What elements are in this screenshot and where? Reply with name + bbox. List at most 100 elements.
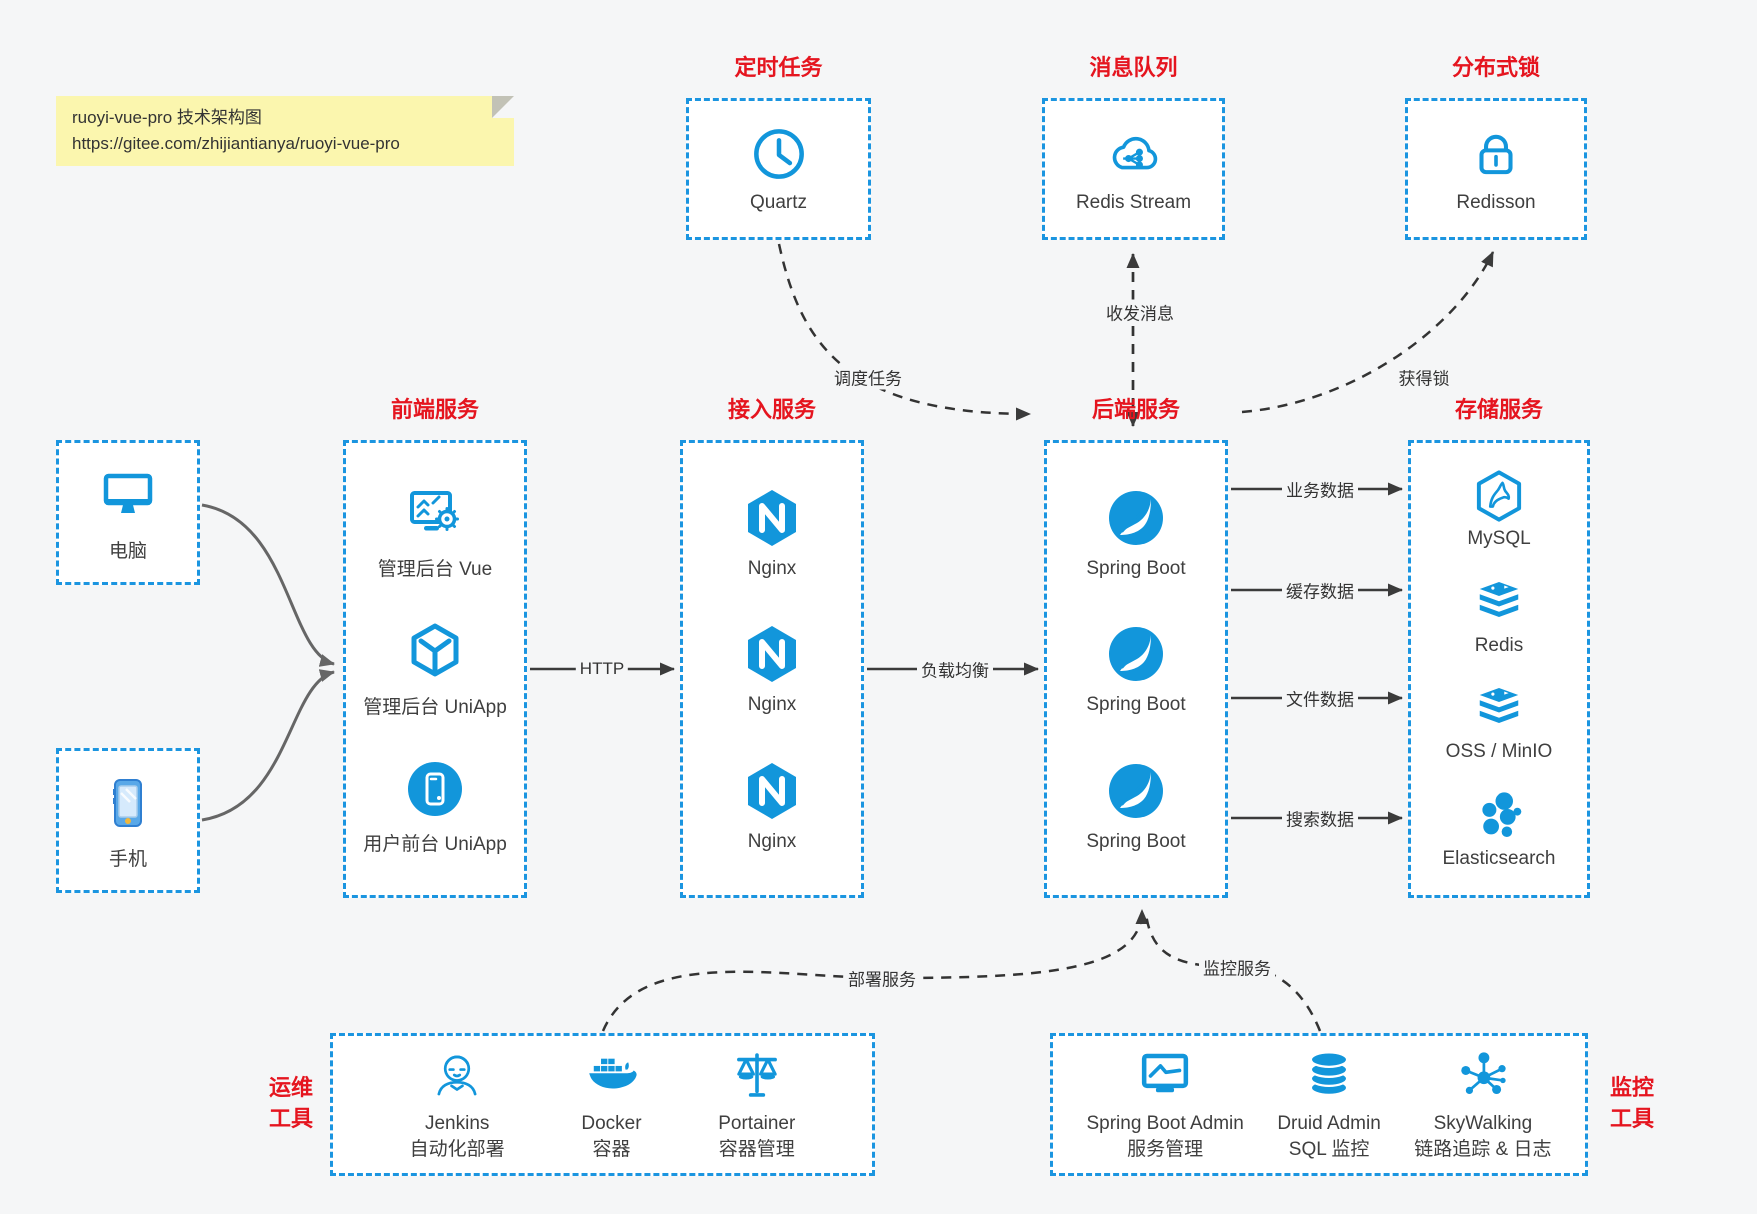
portainer-icon	[728, 1046, 786, 1104]
item-label: MySQL	[1467, 527, 1531, 549]
item-label: Redisson	[1456, 191, 1536, 213]
box-frontend-services: 管理后台 Vue 管理后台 UniApp 用户前台 UniApp	[343, 440, 527, 898]
backend-item-spring-boot-3: Spring Boot	[1086, 759, 1186, 853]
side-label-line: 运维	[268, 1075, 313, 1100]
edge-label-deploy-service: 部署服务	[844, 965, 920, 991]
spring-icon	[1104, 759, 1168, 823]
item-desc: 容器管理	[718, 1139, 795, 1160]
app-circle-icon	[403, 757, 467, 821]
item-label: Elasticsearch	[1442, 848, 1556, 870]
item-label: 管理后台 Vue	[377, 558, 493, 580]
docker-icon	[582, 1046, 640, 1104]
item-label: Nginx	[747, 694, 797, 715]
edge-label-acquire-lock: 获得锁	[1394, 364, 1454, 390]
edge-label-business-data: 业务数据	[1282, 476, 1358, 502]
jenkins-icon	[428, 1046, 486, 1104]
item-desc: 服务管理	[1127, 1139, 1204, 1160]
group-title-distributed-lock: 分布式锁	[1451, 55, 1540, 80]
edge-label-cache-data: 缓存数据	[1282, 577, 1358, 603]
gateway-item-nginx-1: Nginx	[740, 486, 804, 580]
item-label: 手机	[108, 848, 147, 870]
edge-label-search-data: 搜索数据	[1282, 805, 1358, 831]
arrow-mobile-to-frontend	[201, 669, 335, 822]
nginx-icon	[740, 486, 804, 550]
group-title-message-queue: 消息队列	[1089, 55, 1178, 80]
sticky-note: ruoyi-vue-pro 技术架构图 https://gitee.com/zh…	[56, 96, 514, 166]
backend-item-spring-boot-2: Spring Boot	[1086, 622, 1186, 716]
note-url: https://gitee.com/zhijiantianya/ruoyi-vu…	[72, 134, 400, 153]
item-label: Spring Boot	[1086, 830, 1186, 852]
ops-item-jenkins: Jenkins 自动化部署	[410, 1046, 505, 1163]
box-scheduled-task: Quartz	[686, 98, 871, 240]
edge-label-file-data: 文件数据	[1282, 685, 1358, 711]
item-desc: 容器	[592, 1139, 631, 1160]
item-name: Druid Admin	[1277, 1113, 1381, 1134]
spring-icon	[1104, 622, 1168, 686]
group-title-frontend: 前端服务	[390, 397, 479, 422]
side-label-line: 监控	[1609, 1075, 1654, 1100]
frontend-item-admin-uniapp: 管理后台 UniApp	[363, 620, 507, 719]
item-desc: SQL 监控	[1288, 1139, 1370, 1160]
note-title: ruoyi-vue-pro 技术架构图	[72, 108, 262, 127]
admin-vue-icon	[403, 482, 467, 546]
item-label: Redis	[1474, 634, 1524, 656]
item-label: 电脑	[108, 540, 147, 562]
mysql-icon	[1471, 468, 1527, 524]
edge-label-schedule-task: 调度任务	[830, 364, 906, 390]
box-distributed-lock: Redisson	[1405, 98, 1587, 240]
group-title-storage: 存储服务	[1454, 397, 1543, 422]
clock-icon	[750, 125, 808, 183]
box-backend-services: Spring Boot Spring Boot Spring Boot	[1044, 440, 1228, 898]
spring-icon	[1104, 486, 1168, 550]
edge-label-send-receive-message: 收发消息	[1102, 299, 1178, 325]
group-title-scheduled-task: 定时任务	[734, 55, 823, 80]
druid-icon	[1300, 1046, 1358, 1104]
gateway-item-nginx-3: Nginx	[740, 759, 804, 853]
side-label-ops-tools: 运维 工具	[260, 1072, 322, 1134]
box-storage-services: MySQL Redis OSS / MinIO Elasticsearch	[1408, 440, 1590, 898]
monitor-item-spring-boot-admin: Spring Boot Admin 服务管理	[1086, 1046, 1244, 1163]
cloud-stream-icon	[1105, 125, 1163, 183]
arrow-pc-to-frontend	[201, 503, 335, 667]
edge-label-monitor-service: 监控服务	[1199, 954, 1275, 980]
item-desc: 链路追踪 & 日志	[1414, 1139, 1552, 1160]
item-label: Nginx	[747, 557, 797, 579]
item-label: Redis Stream	[1075, 191, 1192, 213]
box-message-queue: Redis Stream	[1042, 98, 1225, 240]
item-name: SkyWalking	[1433, 1113, 1533, 1134]
redis-icon	[1471, 575, 1527, 631]
ops-item-docker: Docker 容器	[581, 1046, 642, 1163]
item-desc: 自动化部署	[409, 1139, 505, 1160]
storage-item-oss-minio: OSS / MinIO	[1445, 681, 1553, 763]
item-name: Spring Boot Admin	[1086, 1113, 1244, 1134]
edge-label-http: HTTP	[575, 659, 629, 679]
item-label: Spring Boot	[1086, 557, 1186, 579]
item-label: 管理后台 UniApp	[363, 696, 507, 718]
box-gateway-services: Nginx Nginx Nginx	[680, 440, 864, 898]
backend-item-spring-boot-1: Spring Boot	[1086, 486, 1186, 580]
item-label: OSS / MinIO	[1445, 741, 1553, 763]
uniapp-cube-icon	[403, 620, 467, 684]
skywalking-icon	[1454, 1046, 1512, 1104]
smartphone-icon	[96, 771, 160, 835]
nginx-icon	[740, 759, 804, 823]
box-client-pc: 电脑	[56, 440, 200, 585]
desktop-icon	[96, 463, 160, 527]
monitor-item-skywalking: SkyWalking 链路追踪 & 日志	[1414, 1046, 1552, 1163]
item-label: 用户前台 UniApp	[363, 834, 507, 856]
oss-minio-icon	[1471, 681, 1527, 737]
ops-item-portainer: Portainer 容器管理	[718, 1046, 795, 1163]
side-label-line: 工具	[268, 1106, 313, 1131]
box-client-mobile: 手机	[56, 748, 200, 893]
storage-item-redis: Redis	[1471, 575, 1527, 657]
lock-icon	[1467, 125, 1525, 183]
item-label: Nginx	[747, 830, 797, 852]
nginx-icon	[740, 622, 804, 686]
item-name: Jenkins	[424, 1113, 490, 1134]
edge-label-load-balance: 负载均衡	[917, 656, 993, 682]
item-label: Spring Boot	[1086, 694, 1186, 715]
arrow-acquire-lock	[1241, 251, 1495, 414]
group-title-gateway: 接入服务	[727, 397, 816, 422]
item-name: Portainer	[718, 1113, 796, 1134]
